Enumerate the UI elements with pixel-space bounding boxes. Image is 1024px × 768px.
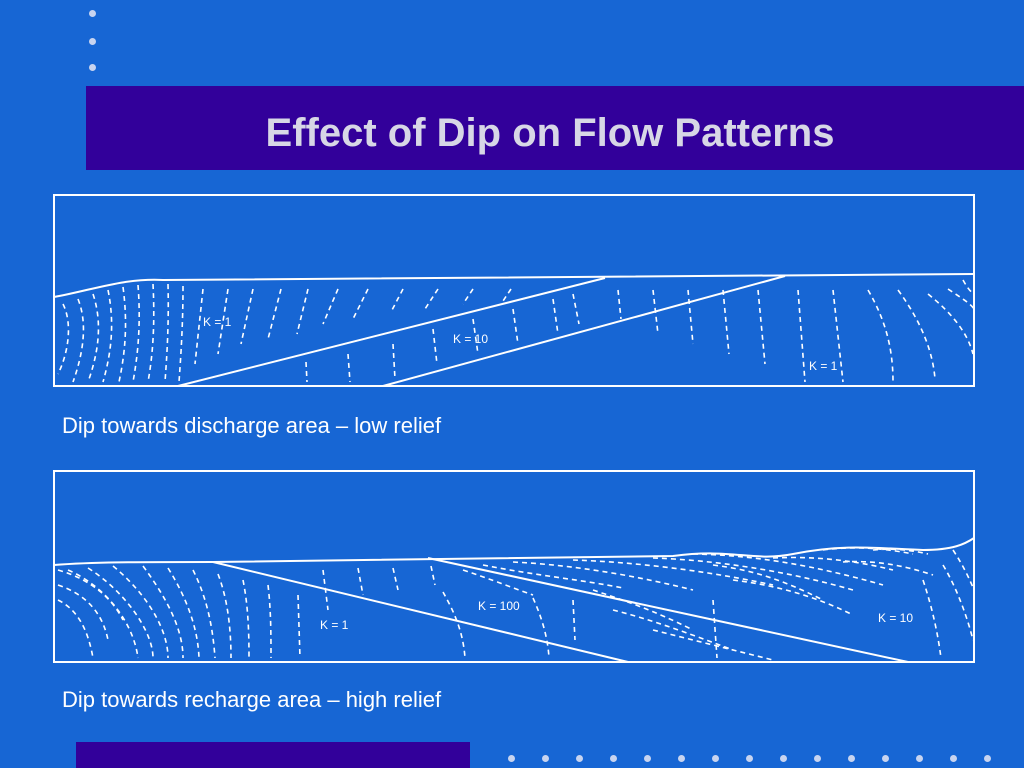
layer-boundary-lower: [177, 277, 606, 387]
layer-boundary-left: [212, 561, 629, 663]
flow-lines: [57, 279, 975, 383]
flow-lines: [57, 547, 975, 661]
caption-discharge: Dip towards discharge area – low relief: [62, 413, 442, 438]
label-k-1-right: K = 1: [809, 359, 838, 373]
label-k-1: K = 1: [320, 618, 349, 632]
diagram-frame: [53, 194, 975, 387]
cross-section-1: K = 1 K = 10 K = 1: [53, 194, 975, 387]
land-surface: [53, 537, 975, 566]
layer-boundary-right: [427, 557, 909, 663]
title-bar: [86, 86, 1024, 170]
caption-recharge: Dip towards recharge area – high relief: [62, 687, 442, 712]
cross-section-2: K = 1 K = 100 K = 10: [53, 470, 975, 663]
label-k-10: K = 10: [453, 332, 488, 346]
label-k-10: K = 10: [878, 611, 913, 625]
water-table: [53, 273, 975, 298]
diagram-frame: [53, 470, 975, 663]
flow-diagram-recharge: K = 1 K = 100 K = 10: [53, 470, 976, 665]
slide-title: Effect of Dip on Flow Patterns: [265, 111, 835, 155]
label-k-1-left: K = 1: [203, 315, 232, 329]
label-k-100: K = 100: [478, 599, 520, 613]
layer-boundary-upper: [382, 275, 786, 387]
flow-diagram-discharge: K = 1 K = 10 K = 1: [53, 194, 976, 389]
bottom-bar: [76, 742, 470, 768]
